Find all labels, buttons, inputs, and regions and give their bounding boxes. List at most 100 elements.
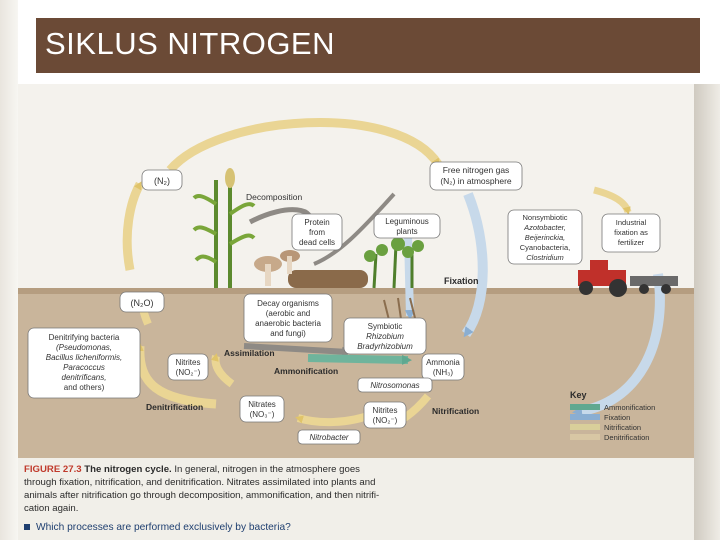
caption-line-1: FIGURE 27.3 The nitrogen cycle. In gener… (24, 464, 360, 475)
caption-question: Which processes are performed exclusivel… (24, 522, 291, 533)
nitrates-line2: (NO₃⁻) (250, 410, 275, 419)
figure-title: The nitrogen cycle. (84, 464, 172, 475)
corn-plant-icon (192, 168, 256, 288)
nitrogen-cycle-diagram: (N₂) Free nitrogen gas (N₂) in atmospher… (18, 84, 694, 458)
question-bullet-icon (24, 524, 30, 531)
legume-plant-icon (364, 237, 424, 327)
protein-line1: Protein (304, 218, 329, 227)
n2-atmosphere-label: (N₂) (141, 169, 183, 191)
arrow-atmosphere-to-free-n2 (166, 118, 442, 174)
industrial-line1: Industrial (616, 218, 647, 227)
ammonification-label: Ammonification (274, 366, 338, 376)
arrow-n2o-to-n2 (122, 181, 144, 271)
nitrites-right-line2: (NO₂⁻) (373, 416, 398, 425)
legend-swatch-ammonification (570, 404, 600, 410)
nitrobacter-label: Nitrobacter (297, 429, 361, 445)
arrow-ammonification (307, 354, 412, 365)
symbiotic-label: Symbiotic Rhizobium Bradyrhizobium (343, 317, 427, 355)
caption-line-2: through fixation, nitrification, and den… (24, 477, 376, 488)
nonsymbiotic-line4: Cyanobacteria, (520, 243, 570, 252)
nonsymbiotic-label: Nonsymbiotic Azotobacter, Beijerinckia, … (507, 209, 583, 265)
decay-label: Decay organisms (aerobic and anaerobic b… (243, 293, 333, 343)
slide-title: SIKLUS NITROGEN (45, 26, 335, 61)
nitrates-line1: Nitrates (248, 400, 276, 409)
protein-line2: from (309, 228, 325, 237)
slide-left-margin (0, 0, 18, 540)
caption-line-3: animals after nitrification go through d… (24, 490, 380, 501)
fixation-label: Fixation (444, 276, 479, 286)
decay-line3: anaerobic bacteria (255, 319, 321, 328)
nitrobacter-text: Nitrobacter (309, 433, 348, 442)
n2o-text: (N₂O) (131, 298, 154, 308)
nitrates-label: Nitrates (NO₃⁻) (239, 395, 285, 423)
protein-label: Protein from dead cells (291, 213, 343, 251)
legend-title: Key (570, 390, 587, 400)
scanned-figure: (N₂) Free nitrogen gas (N₂) in atmospher… (18, 84, 694, 540)
ammonia-line2: (NH₃) (433, 368, 453, 377)
denitrifying-line6: and others) (64, 383, 105, 392)
symbiotic-line2: Rhizobium (366, 332, 404, 341)
symbiotic-line1: Symbiotic (368, 322, 403, 331)
symbiotic-line3: Bradyrhizobium (357, 342, 413, 351)
denitrifying-line3: Bacillus licheniformis, (46, 353, 122, 362)
industrial-line2: fixation as (614, 228, 648, 237)
denitrifying-line1: Denitrifying bacteria (49, 333, 120, 342)
legend-swatch-nitrification (570, 424, 600, 430)
free-nitrogen-line1: Free nitrogen gas (443, 165, 510, 175)
free-nitrogen-label: Free nitrogen gas (N₂) in atmosphere (429, 161, 523, 191)
nitrites-left-line2: (NO₂⁻) (176, 368, 201, 377)
assimilation-label: Assimilation (224, 348, 275, 358)
protein-line3: dead cells (299, 238, 335, 247)
nonsymbiotic-line1: Nonsymbiotic (522, 213, 567, 222)
slide-title-bar: SIKLUS NITROGEN (36, 18, 700, 73)
industrial-label: Industrial fixation as fertilizer (601, 213, 661, 253)
nitrosomonas-text: Nitrosomonas (370, 381, 419, 390)
legend: Key Ammonification Fixation Nitrificatio… (570, 390, 655, 442)
ground-line (18, 288, 694, 294)
legend-label-ammonification: Ammonification (604, 403, 655, 412)
nonsymbiotic-line3: Beijerinckia, (525, 233, 565, 242)
leguminous-line2: plants (396, 227, 417, 236)
denitrification-label: Denitrification (146, 402, 203, 412)
nitrites-right-label: Nitrites (NO₂⁻) (363, 401, 407, 429)
arrow-plants-to-decomposition (313, 192, 396, 266)
nitrites-left-label: Nitrites (NO₂⁻) (167, 353, 209, 381)
decay-line2: (aerobic and (266, 309, 310, 318)
leguminous-label: Leguminous plants (373, 213, 441, 239)
denitrifying-line4: Paracoccus (63, 363, 105, 372)
arrow-free-n2-to-fixation (461, 192, 488, 338)
n2o-label: (N₂O) (119, 291, 165, 313)
ammonia-line1: Ammonia (426, 358, 460, 367)
arrow-nitrates-to-nitrites-left (210, 353, 235, 388)
leguminous-line1: Leguminous (385, 217, 429, 226)
legend-swatch-fixation (570, 414, 600, 420)
decay-line1: Decay organisms (257, 299, 319, 308)
nonsymbiotic-line5: Clostridium (526, 253, 564, 262)
caption-line-4: cation again. (24, 503, 79, 514)
legend-label-fixation: Fixation (604, 413, 630, 422)
scan-right-edge (694, 84, 720, 540)
figure-caption: FIGURE 27.3 The nitrogen cycle. In gener… (18, 458, 694, 540)
figure-label: FIGURE 27.3 (24, 464, 82, 475)
tractor-icon (578, 260, 678, 297)
nonsymbiotic-line2: Azotobacter, (523, 223, 566, 232)
legend-label-denitrification: Denitrification (604, 433, 649, 442)
denitrifying-line2: (Pseudomonas, (56, 343, 112, 352)
nitrosomonas-label: Nitrosomonas (357, 377, 433, 393)
industrial-line3: fertilizer (618, 238, 645, 247)
nitrification-label: Nitrification (432, 406, 479, 416)
sky-area (18, 84, 694, 288)
nitrites-right-line1: Nitrites (373, 406, 398, 415)
legend-label-nitrification: Nitrification (604, 423, 641, 432)
free-nitrogen-line2: (N₂) in atmosphere (440, 176, 512, 186)
arrow-assimilation (243, 343, 352, 357)
decay-line4: and fungi) (270, 329, 306, 338)
ammonia-label: Ammonia (NH₃) (421, 353, 465, 381)
legend-swatch-denitrification (570, 434, 600, 440)
denitrifying-line5: denitrificans, (62, 373, 107, 382)
question-text: Which processes are performed exclusivel… (36, 522, 291, 533)
denitrifying-label: Denitrifying bacteria (Pseudomonas, Baci… (27, 327, 141, 399)
n2-text: (N₂) (154, 176, 170, 186)
nitrites-left-line1: Nitrites (176, 358, 201, 367)
arrow-to-industrial (593, 186, 632, 215)
